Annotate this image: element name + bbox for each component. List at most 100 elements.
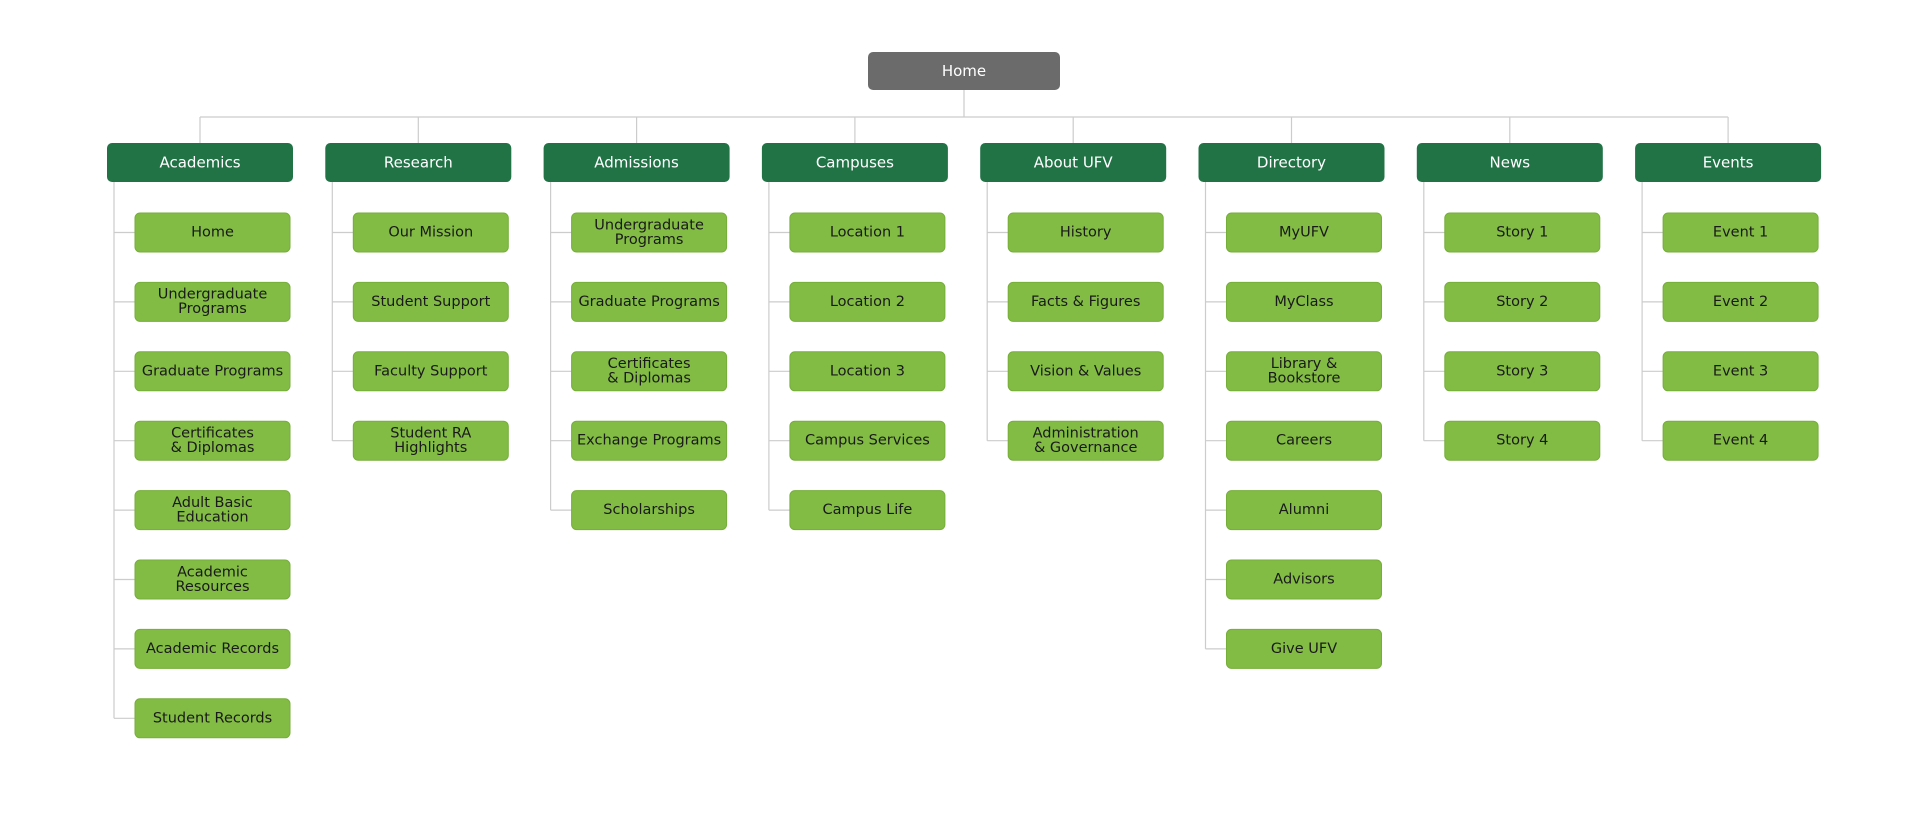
page-node[interactable]: Scholarships [571,490,728,531]
page-node[interactable]: Graduate Programs [571,281,728,322]
page-node-box [1226,490,1382,531]
page-node[interactable]: Our Mission [352,212,509,253]
page-node-box [571,490,728,531]
page-node-label: Administration& Governance [1033,425,1139,456]
page-node-box [789,351,946,392]
page-node[interactable]: Campus Life [789,490,946,531]
page-node-label: Student Support [371,294,490,310]
category-node-about-ufv[interactable]: About UFV [980,143,1167,182]
page-node-label: Location 3 [830,363,905,379]
page-node[interactable]: History [1007,212,1164,253]
page-node[interactable]: Administration& Governance [1007,420,1164,461]
page-node[interactable]: Graduate Programs [134,351,291,392]
category-node-admissions[interactable]: Admissions [543,143,730,182]
page-node-label: Advisors [1273,572,1334,588]
page-node-label: Event 2 [1713,294,1768,310]
category-node-academics[interactable]: Academics [107,143,293,182]
page-node[interactable]: Home [134,212,291,253]
page-node[interactable]: Location 2 [789,281,946,322]
page-node-box [134,351,291,392]
page-node-box [134,559,291,600]
page-node-box [134,281,291,322]
page-node-box [789,212,946,253]
page-node-box [571,281,728,322]
page-node[interactable]: Vision & Values [1007,351,1164,392]
page-node[interactable]: Campus Services [789,420,946,461]
category-node-box [543,143,730,182]
category-node-box [325,143,512,182]
category-node-campuses[interactable]: Campuses [761,143,948,182]
page-node-box [1226,559,1382,600]
category-node-box [1416,143,1603,182]
page-node[interactable]: Event 2 [1662,281,1819,322]
page-node-box [352,281,509,322]
page-node[interactable]: Student Support [352,281,509,322]
page-node-box [1662,212,1819,253]
category-node-label: Campuses [816,154,894,172]
page-node[interactable]: Exchange Programs [571,420,728,461]
root-node[interactable]: Home [868,52,1060,90]
page-node[interactable]: Advisors [1226,559,1382,600]
page-node-label: Exchange Programs [577,433,721,449]
page-node-box [134,490,291,531]
category-node-events[interactable]: Events [1635,143,1822,182]
page-node[interactable]: Careers [1226,420,1382,461]
page-node-box [352,420,509,461]
page-node-label: Home [191,225,234,241]
page-node-box [352,212,509,253]
page-node[interactable]: Faculty Support [352,351,509,392]
category-node-box [761,143,948,182]
category-node-box [1198,143,1385,182]
page-node[interactable]: Certificates& Diplomas [134,420,291,461]
page-node[interactable]: Event 4 [1662,420,1819,461]
page-node[interactable]: MyUFV [1226,212,1382,253]
category-node-box [107,143,293,182]
category-node-box [1635,143,1822,182]
page-node-box [1662,420,1819,461]
page-node[interactable]: Story 4 [1444,420,1601,461]
page-node-box [571,212,728,253]
page-node[interactable]: Event 1 [1662,212,1819,253]
page-node[interactable]: Event 3 [1662,351,1819,392]
page-node[interactable]: Story 1 [1444,212,1601,253]
page-node[interactable]: Academic Records [134,628,291,669]
page-node-label: Event 4 [1713,433,1768,449]
page-node[interactable]: Story 2 [1444,281,1601,322]
page-node-label: Story 4 [1496,433,1548,449]
category-node-directory[interactable]: Directory [1198,143,1385,182]
page-node[interactable]: MyClass [1226,281,1382,322]
page-node[interactable]: Alumni [1226,490,1382,531]
category-node-research[interactable]: Research [325,143,512,182]
page-node[interactable]: Certificates& Diplomas [571,351,728,392]
page-node[interactable]: Story 3 [1444,351,1601,392]
page-node-box [1007,420,1164,461]
page-node[interactable]: Facts & Figures [1007,281,1164,322]
page-node-box [1226,628,1382,669]
page-node-label: Location 1 [830,225,905,241]
page-node-box [1444,212,1601,253]
page-node[interactable]: Give UFV [1226,628,1382,669]
page-node[interactable]: Location 3 [789,351,946,392]
category-node-news[interactable]: News [1416,143,1603,182]
page-node-label: Academic Records [146,641,279,657]
page-node[interactable]: Library &Bookstore [1226,351,1382,392]
page-node[interactable]: Location 1 [789,212,946,253]
page-node-label: Story 3 [1496,363,1548,379]
page-node-box [1007,281,1164,322]
category-node-box [980,143,1167,182]
page-node[interactable]: Student Records [134,698,291,739]
